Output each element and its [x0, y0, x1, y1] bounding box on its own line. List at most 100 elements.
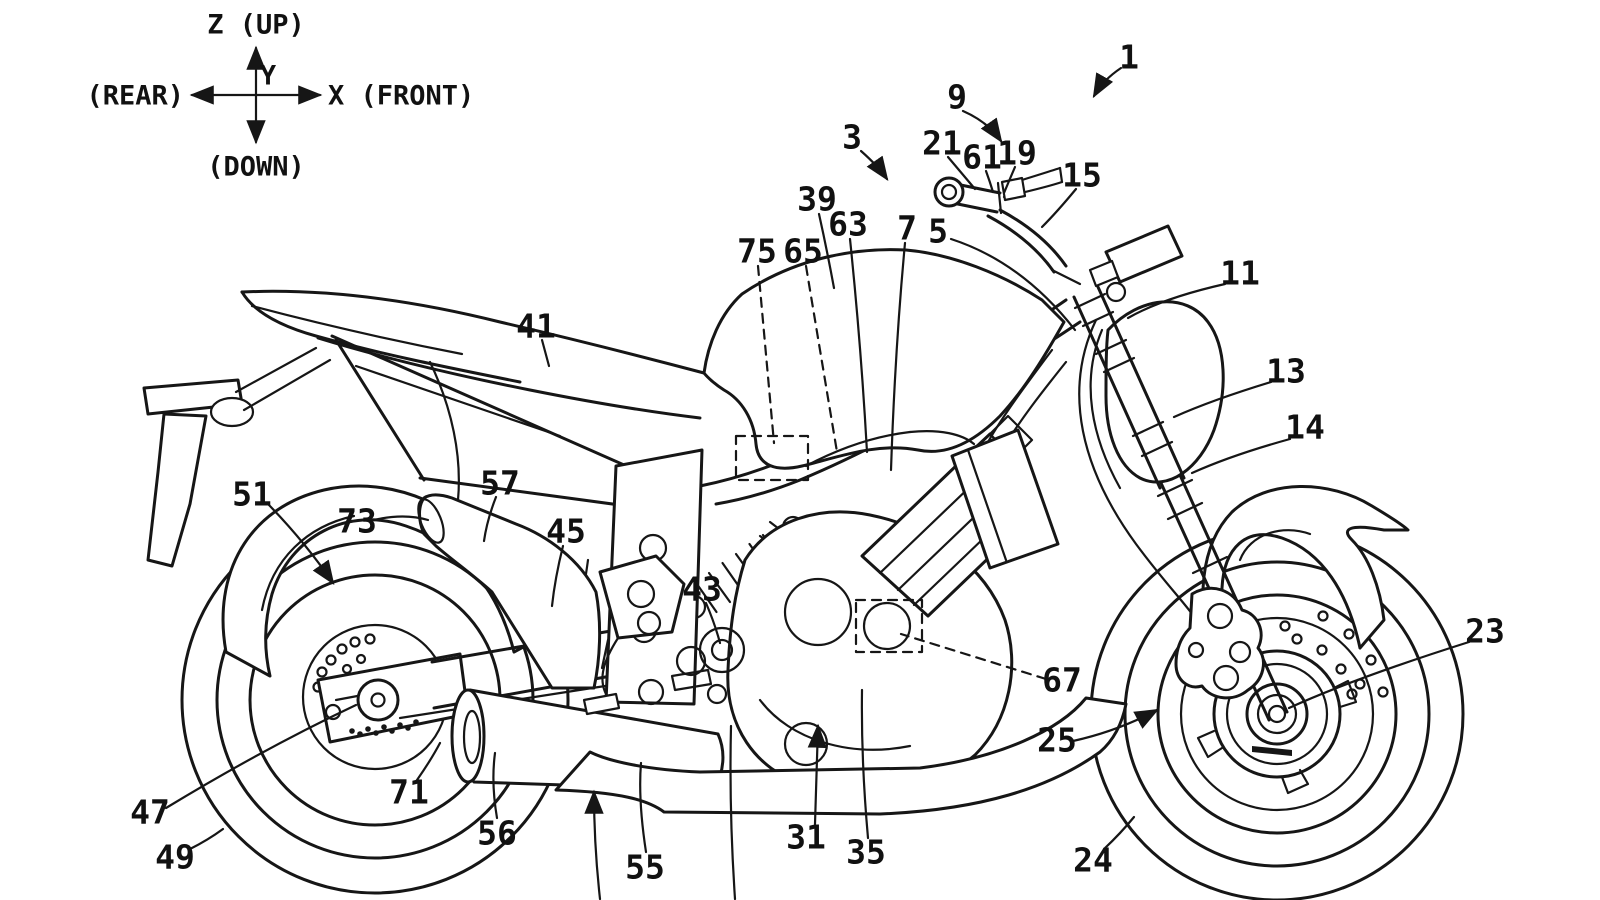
leader-line	[860, 688, 870, 840]
reference-number-text: 7	[897, 209, 917, 248]
leader-line	[961, 109, 1003, 143]
leader-line	[1002, 165, 1017, 195]
leader-line	[729, 724, 737, 900]
reference-numeral-51: 51	[232, 475, 335, 585]
front-fork	[1072, 285, 1289, 722]
axis-front-label: X (FRONT)	[328, 81, 474, 112]
reference-number-text: 55	[625, 848, 665, 887]
reference-number-text: 13	[1266, 352, 1306, 391]
reference-numeral-75: 75	[737, 232, 777, 445]
front-brake-disc	[1179, 616, 1375, 812]
front-axle	[1245, 682, 1309, 746]
leader-line	[266, 502, 335, 585]
reference-numeral-23: 23	[1287, 612, 1505, 710]
reference-numeral-15: 15	[1040, 156, 1102, 229]
leader-line	[584, 789, 604, 900]
reference-numeral-7: 7	[889, 209, 917, 472]
reference-number-text: 56	[477, 814, 517, 853]
leader-line	[859, 149, 889, 181]
reference-number-text: 3	[842, 118, 862, 157]
reference-number-text: 67	[1042, 661, 1082, 700]
reference-number-text: 35	[846, 833, 886, 872]
reference-numeral-47: 47	[130, 703, 358, 832]
leader-line	[584, 789, 604, 900]
reference-number-text: 11	[1220, 254, 1260, 293]
reference-numeral-14: 14	[1190, 408, 1325, 475]
leader-line	[164, 703, 358, 810]
leader-line	[704, 601, 722, 645]
reference-number-text: 5	[928, 212, 948, 251]
sensor-target-box	[854, 598, 924, 654]
rear-mudflap	[146, 412, 208, 568]
tank-shroud	[1104, 300, 1225, 484]
reference-number-text: 41	[516, 307, 556, 346]
leader-line	[817, 212, 836, 290]
reference-numeral-39: 39	[797, 180, 837, 290]
hub-marking	[1252, 746, 1292, 756]
front-fender	[1201, 485, 1410, 670]
leader-line	[540, 338, 551, 368]
reference-numeral-55: 55	[625, 761, 665, 887]
reference-numeral-41: 41	[516, 307, 556, 368]
reference-numeral-21: 21	[922, 124, 977, 191]
steering-nut	[1105, 281, 1127, 303]
reference-number-text: 24	[1073, 841, 1113, 880]
axis-rear-label: (REAR)	[86, 81, 184, 112]
leader-line	[1102, 815, 1136, 851]
reference-number-text: 25	[1037, 721, 1077, 760]
exhaust-system	[417, 493, 1128, 816]
exhaust-outlet	[417, 498, 445, 544]
fuel-tank	[702, 248, 1066, 482]
reference-numeral-65: 65	[783, 232, 839, 454]
reference-number-text: 51	[232, 475, 272, 514]
leader-line	[550, 544, 565, 608]
reference-numeral-1: 1	[1092, 38, 1139, 99]
leader-line	[1040, 187, 1078, 229]
leader-line	[756, 264, 776, 445]
reference-numeral-5: 5	[928, 212, 1077, 332]
leader-line	[807, 723, 828, 826]
reference-number-text: 14	[1285, 408, 1325, 447]
leader-line	[1092, 66, 1123, 99]
reference-number-text: 19	[997, 134, 1037, 173]
leader-line	[639, 761, 648, 854]
reference-number-text: 57	[480, 464, 520, 503]
axis-down-label: (DOWN)	[207, 152, 305, 183]
leader-line	[899, 632, 1048, 681]
reference-number-text: 9	[947, 78, 967, 117]
reference-number-text: 45	[546, 512, 586, 551]
bar-end-weight	[933, 176, 965, 208]
muffler-cone	[418, 493, 602, 690]
reference-numeral-73: 73	[337, 502, 430, 541]
leader-line	[482, 495, 498, 543]
leader-line	[1126, 282, 1227, 320]
reference-number-text: 31	[786, 818, 826, 857]
reference-number-text: 71	[389, 773, 429, 812]
subframe	[330, 334, 644, 510]
reference-number-text: 61	[962, 138, 1002, 177]
leader-line	[188, 827, 225, 851]
front-frame-area	[950, 300, 1225, 570]
reference-number-text: 65	[783, 232, 823, 271]
reference-numeral-57: 57	[480, 464, 520, 543]
reference-numeral-3: 3	[842, 118, 889, 181]
handlebar	[933, 166, 1184, 303]
axis-legend: Z (UP) (DOWN) (REAR) X (FRONT) Y	[86, 10, 474, 183]
axis-up-label: Z (UP)	[207, 10, 305, 41]
leader-line	[1071, 708, 1160, 743]
leader-line	[729, 724, 737, 900]
reference-number-text: 23	[1465, 612, 1505, 651]
sensor-boss	[862, 601, 912, 651]
reference-numeral-11: 11	[1126, 254, 1260, 320]
leader-line	[415, 741, 442, 782]
reference-numeral-45: 45	[546, 512, 586, 608]
reference-number-text: 39	[797, 180, 837, 219]
seat-tail-bodywork	[240, 289, 706, 502]
reference-number-text: 43	[682, 570, 722, 609]
footpeg	[582, 692, 621, 716]
reference-number-text: 63	[828, 205, 868, 244]
radiator	[950, 428, 1060, 570]
reference-number-text: 1	[1119, 38, 1139, 77]
brake-hose	[1078, 318, 1200, 624]
